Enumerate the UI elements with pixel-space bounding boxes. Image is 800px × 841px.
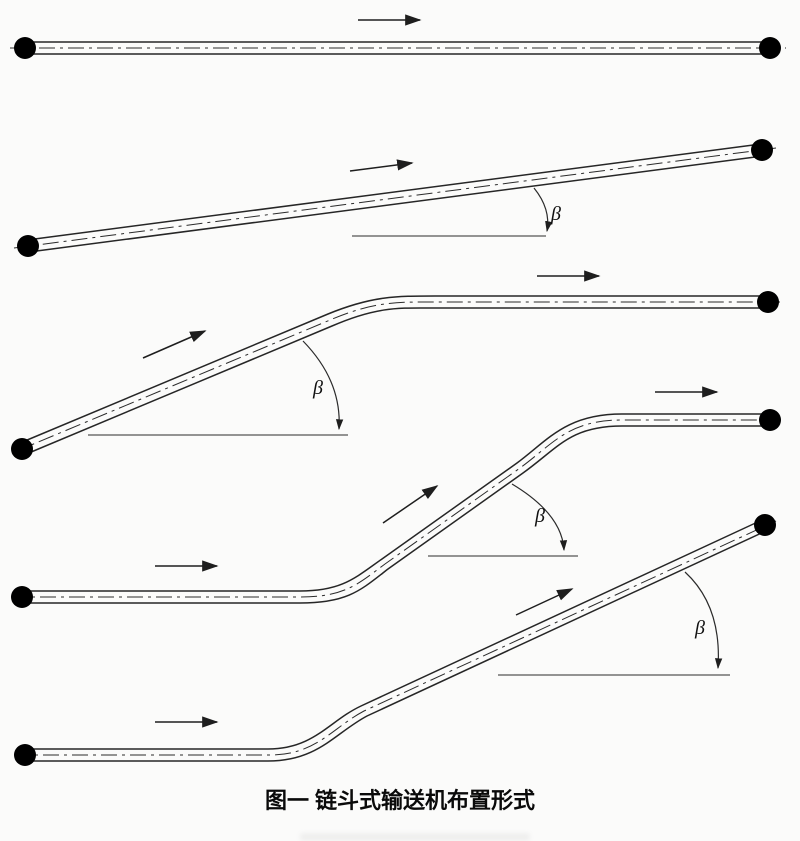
conveyor-centerline [11,419,781,598]
conveyor-edge [23,307,768,456]
pulley-icon [755,289,781,315]
conveyor-edge [25,529,769,762]
conveyor-edge [19,295,768,444]
pulley-icon [749,137,775,163]
conveyor-edge [25,519,763,750]
pulley-icon [12,35,38,61]
figure-horizontal-inclined-horizontal-conveyor: β [9,386,783,610]
angle-arc [511,483,568,552]
cropped-text-artifact [300,833,530,841]
angle-arc [533,187,553,233]
figure-horizontal-conveyor [10,14,786,61]
angle-label: β [534,505,545,527]
figure-caption: 图一 链斗式输送机布置形式 [265,788,535,813]
angle-label: β [694,617,705,639]
conveyor-centerline [13,147,777,249]
pulley-icon [9,584,35,610]
conveyor-centerline [14,520,777,756]
conveyor-edge [28,155,764,253]
angle-label: β [550,203,561,225]
conveyor-edge [26,143,762,241]
pulley-icon [752,512,778,538]
conveyor-edge [22,425,770,604]
figure-inclined-conveyor: β [13,137,777,259]
direction-arrow-icon [515,588,574,616]
angle-label: β [312,377,323,399]
pulley-icon [757,407,783,433]
pulley-icon [15,233,41,259]
pulley-icon [757,35,783,61]
direction-arrow-icon [349,159,414,172]
figure-inclined-to-horizontal-conveyor: β [9,270,781,462]
conveyor-centerline [11,301,780,454]
conveyor-edge [22,413,770,592]
angle-arc [684,571,723,670]
angle-arc [302,340,344,431]
direction-arrow-icon [142,330,207,359]
direction-arrow-icon [382,485,439,524]
pulley-icon [12,742,38,768]
pulley-icon [9,436,35,462]
figure-horizontal-to-inclined-conveyor: β [12,512,778,768]
